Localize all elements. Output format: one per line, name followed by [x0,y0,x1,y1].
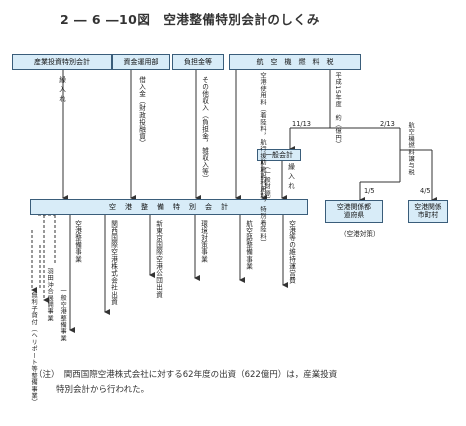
loan-label: 借入金（財政投融資） [137,76,146,147]
municipalities-box: 空港関係市町村 [408,200,448,223]
shikin-box: 資金運用部 [112,54,170,70]
futan-box: 負担金等 [172,54,224,70]
fraction-2-13: 2/13 [380,120,395,128]
output-environment: 環境対策事業 [199,220,208,263]
other-income-label: その他収入（負担金，雑収入等） [200,76,209,183]
prefectures-box: 空港関係都道府県 [325,200,383,223]
sangyo-account-box: 産業投資特別会計 [12,54,112,70]
transfer-tax-label: 航空機燃料譲与税 [407,122,415,176]
general-transfer-label: 繰入れ [286,163,295,192]
airport-measures-label: （空港対策） [340,230,380,238]
output-airport-construction: 空港整備事業 [73,220,82,263]
footnote-line1: （注） 関西国際空港株式会社に対する62年度の出資（622億円）は，産業投資 [34,370,338,380]
diagram-title: 2 ― 6 ―10図 空港整備特別会計のしくみ [60,12,320,27]
output-interest-free-loan: 無利子貸付（ヘリポート等整備事業） [30,292,38,406]
output-air-route: 航空路整備事業 [244,220,253,270]
general-source-label: （一般財源） [263,163,271,204]
fuel-tax-box: 航 空 機 燃 料 税 [229,54,361,70]
general-account-box: 一般会計 [257,149,301,161]
output-haneda: 羽田沖合展開事業 [46,268,54,322]
fuel-tax-amount-label: 平成15年度 約（億円） [334,72,342,148]
airport-fee-label: 空港使用料（着陸料，航行援助施設利用料，特別着陸料） [259,72,266,247]
sangyo-transfer-label: 繰入れ [57,76,66,105]
output-maintenance: 空港等の維持運営費 [287,220,296,284]
output-general-airport: 一般空港整備事業 [59,288,67,342]
fraction-4-5: 4/5 [420,187,431,195]
footnote-line2: 特別会計から行われた。 [56,385,150,395]
output-narita-investment: 新東京国際空港公団出資 [154,220,163,299]
output-kansai-investment: 関西国際空港株式会社出資 [109,220,118,306]
fraction-11-13: 11/13 [292,120,312,128]
special-account-box: 空 港 整 備 特 別 会 計 [30,199,308,215]
fraction-1-5: 1/5 [364,187,375,195]
